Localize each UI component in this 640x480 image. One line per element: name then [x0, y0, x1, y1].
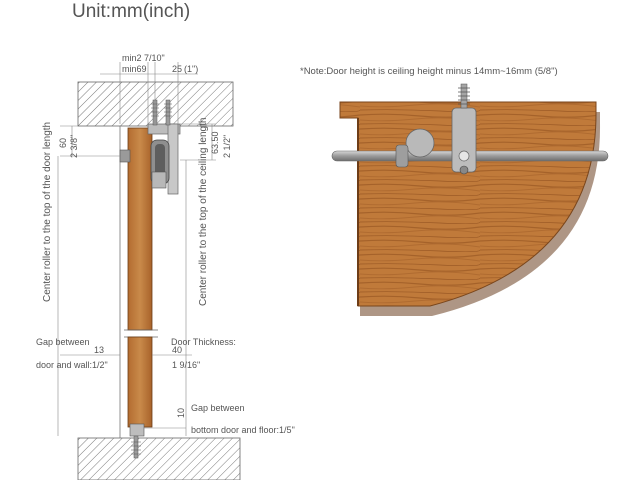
gap-wall-line2: door and wall:1/2": [36, 360, 108, 370]
dim-roller-mm: 63.50: [210, 131, 220, 154]
left-vertical-label: Center roller to the top of the door len…: [42, 122, 53, 302]
door-thickness-label: Door Thickness:: [171, 337, 236, 347]
gap-wall-line1: Gap between: [36, 337, 90, 347]
floor-guide: [129, 423, 145, 459]
door-lower: [127, 336, 153, 428]
hanger-bracket: [451, 83, 477, 175]
stopper-icon: [395, 128, 435, 168]
dim-door-thickness-inch: 1 9/16": [172, 360, 200, 370]
right-vertical-label: Center roller to the top of the ceiling …: [198, 118, 209, 306]
dim-wall-gap-mm: 13: [94, 345, 104, 355]
door-upper: [127, 127, 153, 331]
dim-min-mm: min69: [122, 64, 147, 74]
page-title: Unit:mm(inch): [72, 1, 190, 22]
dim-ceiling-mm: 60: [58, 138, 68, 148]
roller-wheel: [119, 139, 170, 189]
gap-floor-line1: Gap between: [191, 403, 245, 413]
dim-roller-inch: 2 1/2": [222, 135, 232, 158]
dim-bracket-mm: 25: [172, 64, 182, 74]
floor-section: [77, 437, 241, 480]
dim-ceiling-inch: 2 3/8": [69, 135, 79, 158]
dim-bracket-inch: (1"): [184, 64, 198, 74]
ceiling-note: *Note:Door height is ceiling height minu…: [300, 66, 558, 77]
gap-floor-line2: bottom door and floor:1/5": [191, 425, 295, 435]
dim-door-thickness-mm: 40: [172, 345, 182, 355]
dim-floor-gap-mm: 10: [176, 408, 186, 418]
dim-min-inch: min2 7/10": [122, 53, 165, 63]
